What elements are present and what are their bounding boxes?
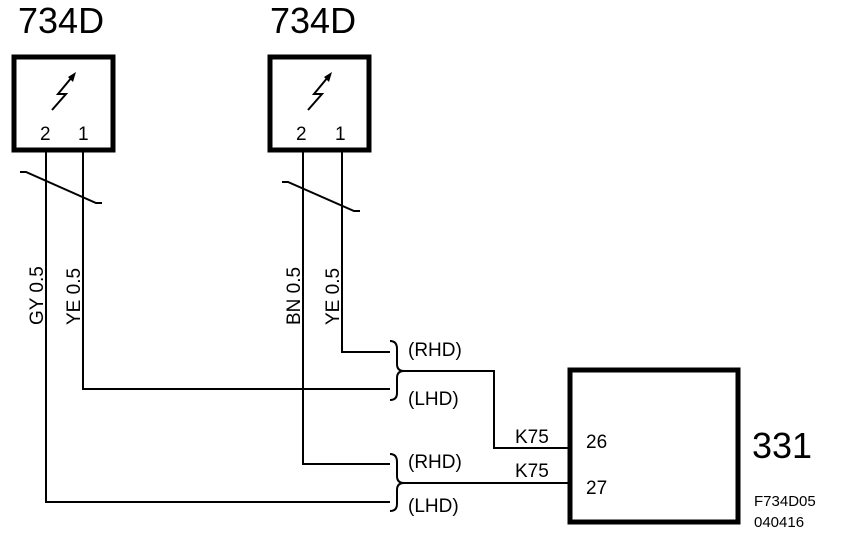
lightning-sensor-icon [307, 72, 332, 111]
wire-left-pin2 [45, 150, 390, 503]
wire-to-pin-26 [404, 370, 570, 449]
sensor-right: 734D 2 1 [267, 0, 372, 153]
twist-marker-right [282, 181, 360, 212]
figure-code-line1: F734D05 [754, 493, 816, 510]
wire-left-pin1 [82, 150, 390, 390]
sensor-left-label: 734D [18, 0, 104, 41]
wire-label-ye-right: YE 0.5 [323, 268, 344, 325]
wire-label-gy: GY 0.5 [27, 266, 48, 325]
lightning-sensor-icon [51, 72, 76, 111]
wire-right-pin1 [341, 150, 390, 353]
connector-k75-b: K75 [515, 461, 549, 482]
module-box [567, 367, 741, 525]
twist-marker-left [20, 171, 102, 204]
module-label: 331 [752, 425, 812, 466]
wire-label-bn: BN 0.5 [284, 267, 305, 325]
sensor-left-pin-1: 1 [78, 124, 89, 145]
option-rhd-lower: (RHD) [408, 452, 462, 473]
module-pin-27: 27 [586, 478, 607, 499]
figure-code-line2: 040416 [754, 514, 804, 531]
sensor-right-pin-2: 2 [296, 124, 307, 145]
sensor-left-box [11, 54, 116, 153]
sensor-left: 734D 2 1 [11, 0, 116, 153]
wire-right-pin2 [302, 150, 390, 465]
sensor-right-pin-1: 1 [335, 124, 346, 145]
module-pin-26: 26 [586, 432, 607, 453]
option-bracket-upper [389, 340, 405, 401]
sensor-right-box [267, 54, 372, 153]
option-bracket-lower [389, 453, 405, 512]
sensor-right-label: 734D [270, 0, 356, 41]
sensor-left-pin-2: 2 [40, 124, 51, 145]
connector-k75-a: K75 [515, 427, 549, 448]
option-rhd-upper: (RHD) [408, 340, 462, 361]
wire-label-ye-left: YE 0.5 [64, 268, 85, 325]
option-lhd-lower: (LHD) [408, 496, 459, 517]
option-lhd-upper: (LHD) [408, 389, 459, 410]
module-331: 26 27 331 [567, 367, 812, 525]
